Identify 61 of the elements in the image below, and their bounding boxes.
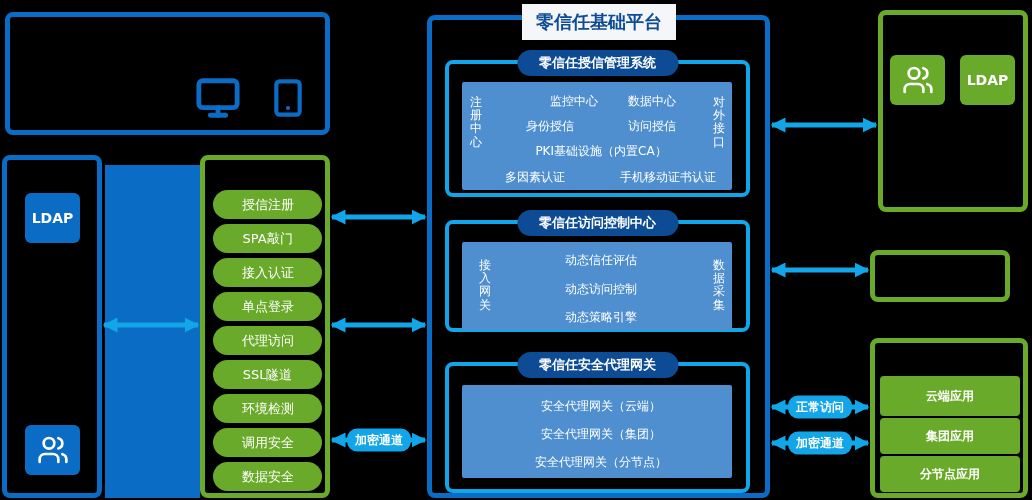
group-box — [870, 338, 1028, 498]
module-label: 动态策略引擎 — [565, 308, 637, 326]
step-label: 接入认证 — [241, 263, 294, 282]
double-arrow — [330, 209, 427, 225]
step-label: SSL隧道 — [242, 365, 293, 384]
group-box — [878, 10, 1028, 212]
step-label: 数据安全 — [241, 467, 294, 486]
app-label: 分节点应用 — [920, 465, 980, 483]
group-box — [2, 155, 102, 498]
step-label: 授信注册 — [241, 195, 294, 214]
module-label: 数据采集 — [713, 258, 725, 312]
step-pill — [213, 428, 322, 457]
module-label: 安全代理网关（分节点） — [535, 453, 667, 471]
module-label: 监控中心 — [550, 92, 598, 110]
group-box — [870, 250, 1010, 302]
module-label: 动态信任评估 — [565, 251, 637, 269]
step-pill — [213, 292, 322, 321]
step-label: 环境检测 — [241, 399, 294, 418]
module-label: 身份授信 — [526, 117, 574, 135]
double-arrow — [102, 317, 200, 333]
module-label: 数据中心 — [628, 92, 676, 110]
module-label: 注册中心 — [470, 95, 482, 149]
step-pill — [213, 258, 322, 287]
edge-label: 加密通道 — [788, 431, 852, 455]
ldap-label: LDAP — [31, 210, 74, 226]
step-pill — [213, 394, 322, 423]
module-label: 安全代理网关（集团） — [541, 425, 661, 443]
app-band — [880, 418, 1020, 454]
step-pill — [213, 326, 322, 355]
section-header: 零信任安全代理网关 — [517, 352, 678, 378]
step-pill — [213, 360, 322, 389]
module-label: 访问授信 — [628, 117, 676, 135]
platform-title: 零信任基础平台 — [521, 4, 676, 40]
module-label: 接入网关 — [479, 258, 491, 312]
module-label: 对外接口 — [713, 95, 725, 149]
double-arrow — [770, 262, 870, 278]
app-label: 集团应用 — [926, 427, 974, 445]
double-arrow — [770, 117, 878, 133]
module-label: 手机移动证书认证 — [620, 168, 716, 186]
app-band — [880, 456, 1020, 492]
step-pill — [213, 462, 322, 491]
step-label: 调用安全 — [241, 433, 294, 452]
module-label: 动态访问控制 — [565, 280, 637, 298]
step-label: 单点登录 — [241, 297, 294, 316]
step-label: 代理访问 — [241, 331, 294, 350]
module-label: 多因素认证 — [505, 168, 565, 186]
edge-label: 正常访问 — [788, 395, 852, 419]
app-label: 云端应用 — [926, 387, 974, 405]
edge-label: 加密通道 — [346, 428, 411, 452]
group-box — [5, 12, 330, 135]
module-label: PKI基础设施（内置CA） — [535, 142, 667, 160]
app-band — [880, 376, 1020, 416]
module-label: 安全代理网关（云端） — [541, 397, 661, 415]
section-header: 零信任访问控制中心 — [517, 210, 678, 236]
step-pill — [213, 224, 322, 253]
double-arrow — [330, 317, 427, 333]
section-header: 零信任授信管理系统 — [517, 50, 678, 76]
step-pill — [213, 190, 322, 219]
ldap-label: LDAP — [966, 72, 1009, 88]
group-box — [200, 155, 330, 498]
step-label: SPA敲门 — [242, 229, 293, 248]
